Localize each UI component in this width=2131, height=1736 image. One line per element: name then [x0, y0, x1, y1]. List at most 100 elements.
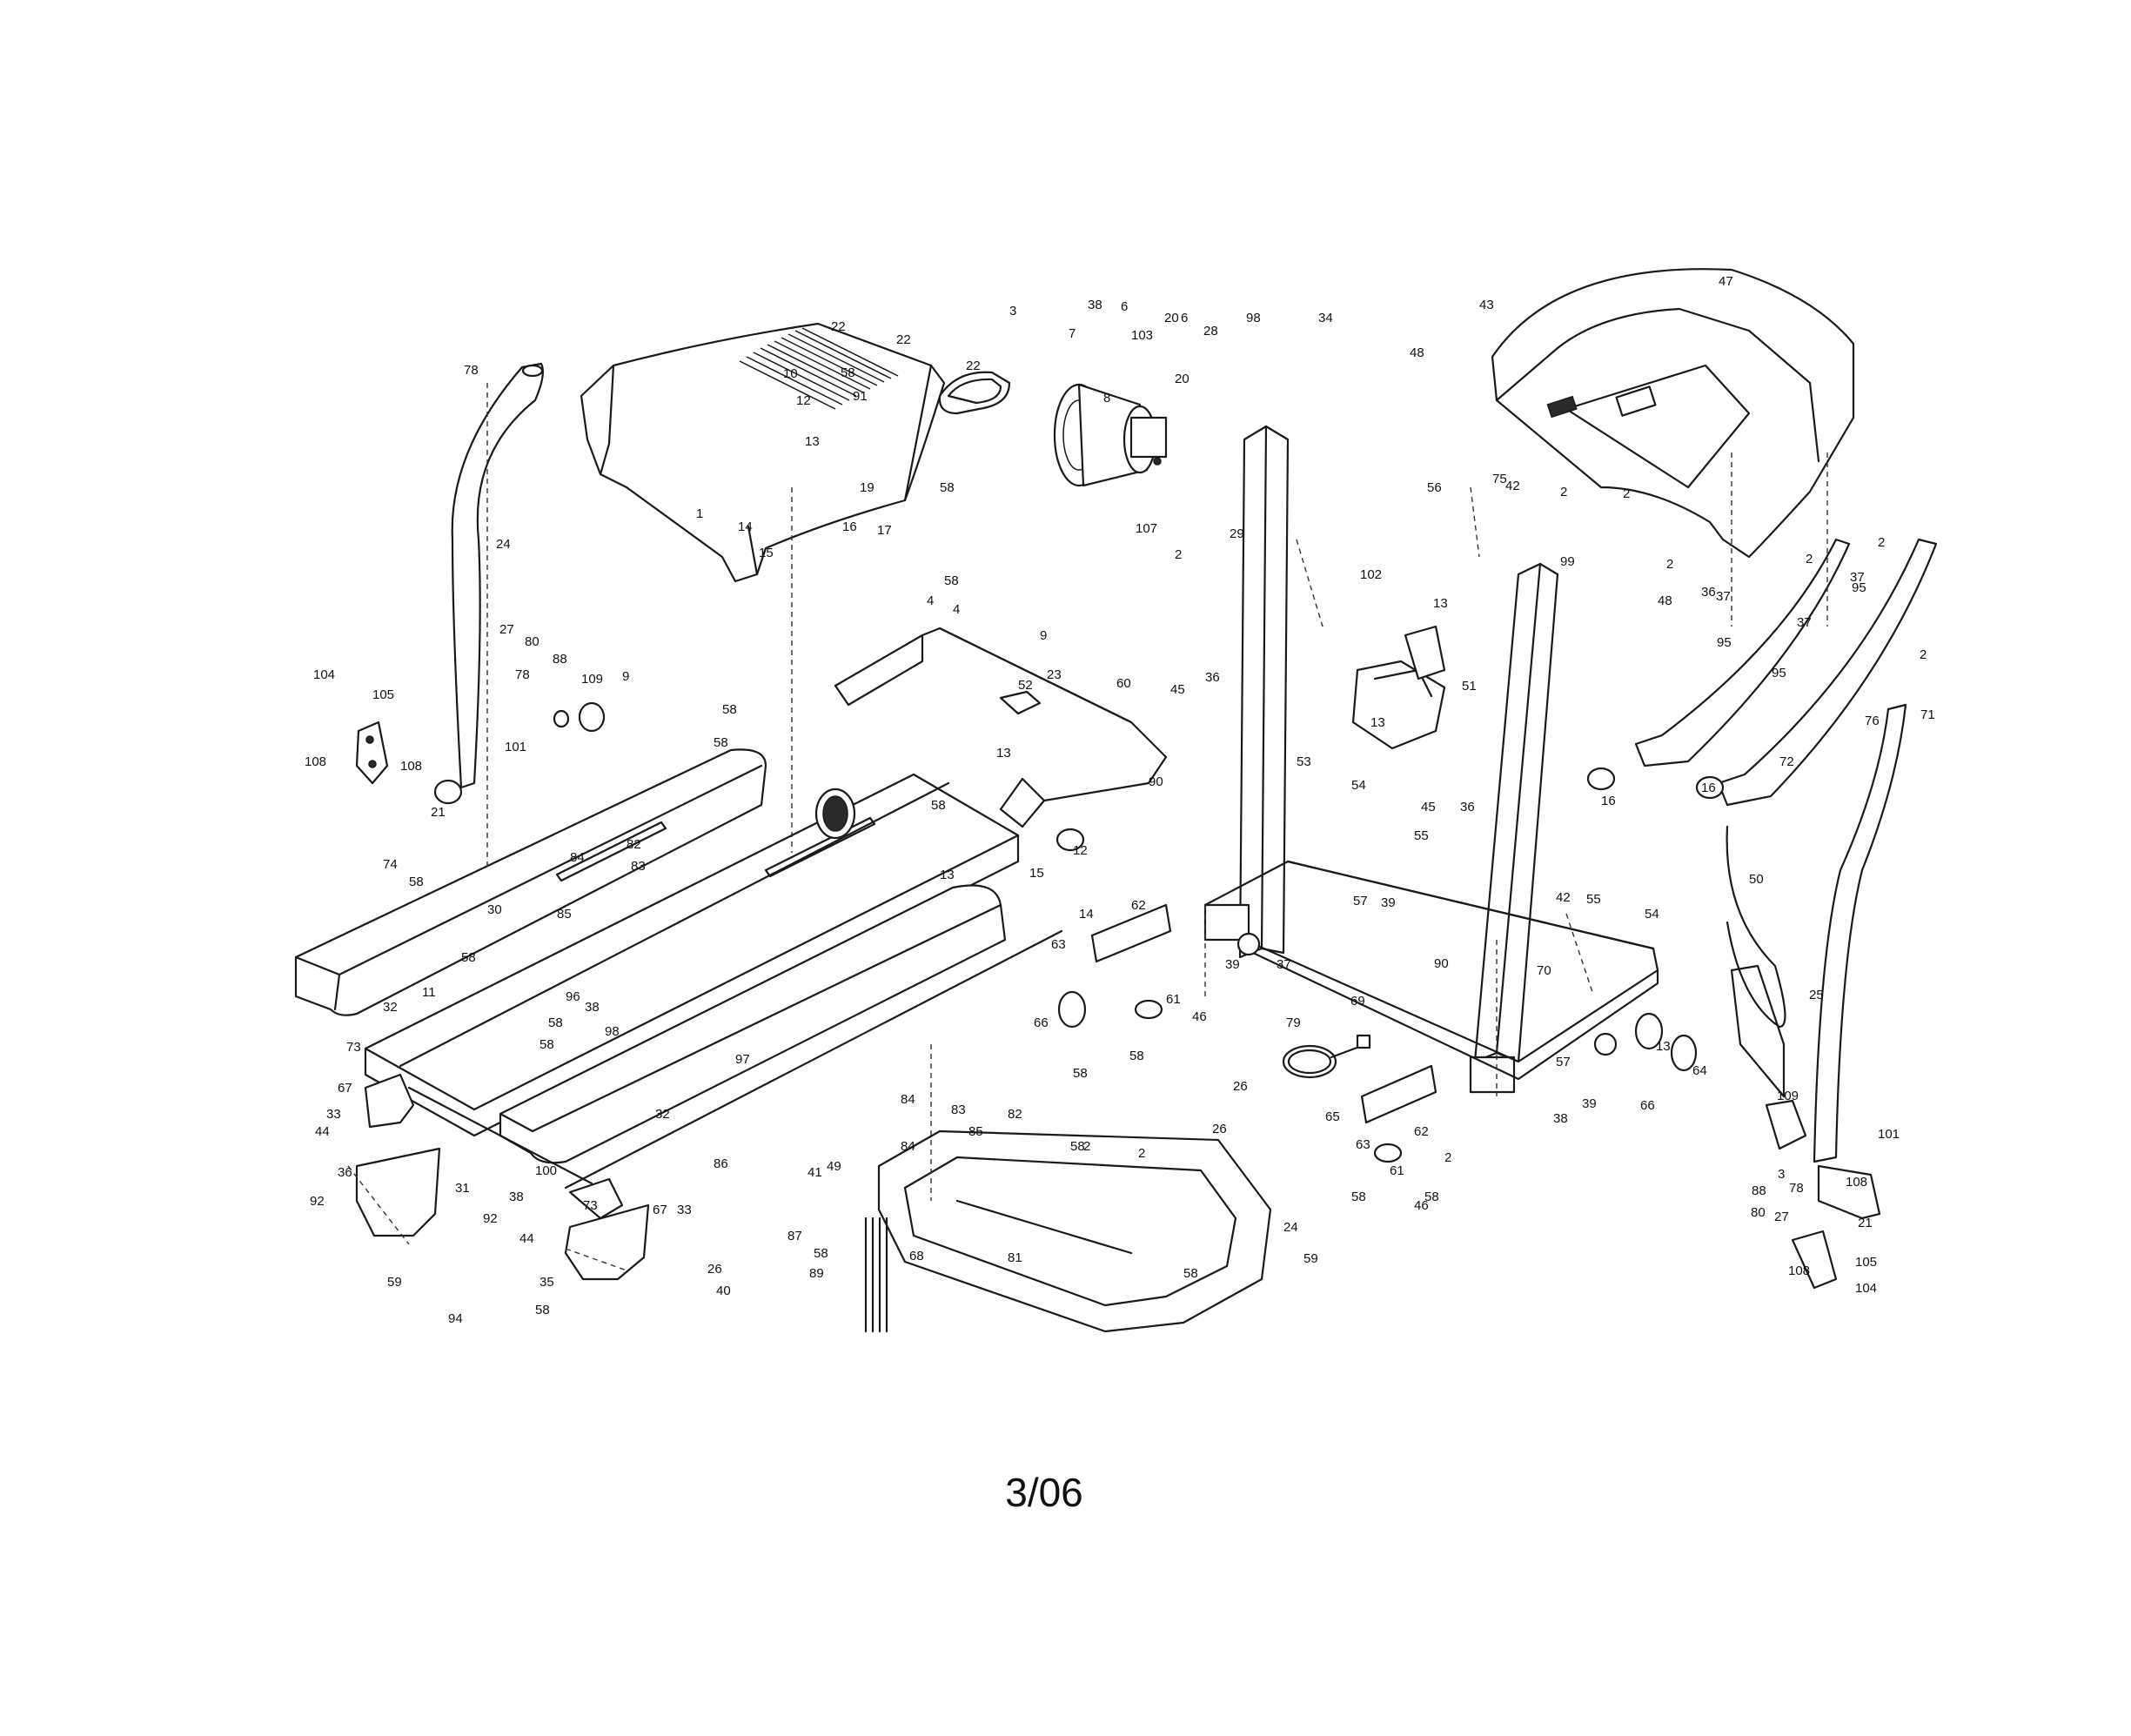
- part-callout-33: 33: [677, 1203, 692, 1217]
- part-callout-61: 61: [1166, 992, 1181, 1007]
- part-callout-2: 2: [1666, 557, 1673, 572]
- part-callout-59: 59: [387, 1275, 402, 1290]
- part-callout-84: 84: [570, 850, 585, 865]
- part-callout-10: 10: [783, 366, 798, 381]
- part-callout-108: 108: [1788, 1263, 1810, 1278]
- part-callout-14: 14: [738, 519, 753, 534]
- left-upright-handrail-part: [451, 362, 544, 789]
- part-callout-21: 21: [1858, 1216, 1873, 1230]
- power-cord-part: [1282, 1034, 1371, 1079]
- part-callout-58: 58: [1183, 1266, 1198, 1281]
- part-callout-62: 62: [1414, 1124, 1429, 1139]
- page-date-code: 3/06: [1005, 1470, 1083, 1515]
- part-callout-58: 58: [548, 1015, 563, 1030]
- part-callout-38: 38: [1553, 1111, 1568, 1126]
- part-callout-108: 108: [305, 754, 326, 769]
- part-callout-63: 63: [1051, 937, 1066, 952]
- part-callout-66: 66: [1034, 1015, 1049, 1030]
- part-callout-54: 54: [1351, 778, 1366, 793]
- part-callout-65: 65: [1325, 1109, 1340, 1124]
- part-callout-61: 61: [1390, 1163, 1404, 1178]
- part-callout-38: 38: [1088, 298, 1102, 312]
- part-callout-79: 79: [1286, 1015, 1301, 1030]
- part-callout-58: 58: [1129, 1049, 1144, 1063]
- part-callout-43: 43: [1479, 298, 1494, 312]
- part-callout-69: 69: [1350, 994, 1365, 1009]
- part-callout-67: 67: [653, 1203, 667, 1217]
- part-callout-73: 73: [346, 1040, 361, 1055]
- part-callout-4: 4: [927, 593, 934, 608]
- part-callout-92: 92: [310, 1194, 325, 1209]
- part-callout-58: 58: [931, 798, 946, 813]
- part-callout-20: 20: [1175, 372, 1189, 386]
- part-callout-2: 2: [1878, 535, 1885, 550]
- part-callout-87: 87: [787, 1229, 802, 1243]
- part-callout-46: 46: [1414, 1198, 1429, 1213]
- part-callout-44: 44: [315, 1124, 330, 1139]
- left-upright-part: [1203, 425, 1290, 959]
- part-callout-24: 24: [496, 537, 511, 552]
- part-callout-73: 73: [583, 1198, 598, 1213]
- part-callout-34: 34: [1318, 311, 1333, 325]
- console-part: [1491, 268, 1855, 559]
- part-callout-107: 107: [1136, 521, 1157, 536]
- part-callout-58: 58: [409, 875, 424, 889]
- part-callout-78: 78: [464, 363, 479, 378]
- part-callout-20: 20: [1164, 311, 1179, 325]
- part-callout-28: 28: [1203, 324, 1218, 338]
- part-callout-45: 45: [1170, 682, 1185, 697]
- part-callout-2: 2: [1138, 1146, 1145, 1161]
- part-callout-40: 40: [716, 1284, 731, 1298]
- part-callout-6: 6: [1181, 311, 1188, 325]
- part-callout-88: 88: [553, 652, 567, 667]
- part-callout-95: 95: [1717, 635, 1732, 650]
- part-callout-78: 78: [515, 667, 530, 682]
- part-callout-3: 3: [1778, 1167, 1785, 1182]
- part-callout-84: 84: [901, 1092, 915, 1107]
- part-callout-71: 71: [1920, 707, 1935, 722]
- part-callout-60: 60: [1116, 676, 1131, 691]
- part-callout-4: 4: [953, 602, 960, 617]
- part-callout-42: 42: [1556, 890, 1571, 905]
- part-callout-58: 58: [944, 573, 959, 588]
- part-callout-58: 58: [841, 365, 855, 380]
- part-callout-16: 16: [1701, 781, 1716, 795]
- part-callout-38: 38: [509, 1190, 524, 1204]
- right-pivot-bracket-part: [1730, 964, 1881, 1290]
- part-callout-56: 56: [1427, 480, 1442, 495]
- part-callout-14: 14: [1079, 907, 1094, 922]
- part-callout-52: 52: [1018, 678, 1033, 693]
- part-callout-45: 45: [1421, 800, 1436, 814]
- part-callout-2: 2: [1444, 1150, 1451, 1165]
- part-callout-24: 24: [1283, 1220, 1298, 1235]
- part-callout-58: 58: [539, 1037, 554, 1052]
- part-callout-6: 6: [1121, 299, 1128, 314]
- part-callout-27: 27: [499, 622, 514, 637]
- part-callout-105: 105: [1855, 1255, 1877, 1270]
- part-callout-13: 13: [805, 434, 820, 449]
- part-callout-36: 36: [1701, 585, 1716, 600]
- part-callout-36: 36: [1205, 670, 1220, 685]
- part-callout-68: 68: [909, 1249, 924, 1263]
- strap-part: [1726, 825, 1786, 1029]
- part-callout-101: 101: [505, 740, 526, 754]
- part-callout-50: 50: [1749, 872, 1764, 887]
- part-callout-58: 58: [714, 735, 728, 750]
- part-callout-46: 46: [1192, 1009, 1207, 1024]
- part-callout-2: 2: [1560, 485, 1567, 499]
- part-callout-22: 22: [966, 359, 981, 373]
- part-callout-78: 78: [1789, 1181, 1804, 1196]
- part-callout-36: 36: [338, 1165, 352, 1180]
- part-callout-109: 109: [1777, 1089, 1799, 1103]
- part-callout-58: 58: [1351, 1190, 1366, 1204]
- part-callout-62: 62: [1131, 898, 1146, 913]
- walking-belt-part: [399, 781, 1063, 1190]
- part-callout-85: 85: [557, 907, 572, 922]
- part-callout-58: 58: [1073, 1066, 1088, 1081]
- drive-belt-part: [938, 371, 1011, 415]
- part-callout-44: 44: [519, 1231, 534, 1246]
- part-callout-85: 85: [968, 1124, 983, 1139]
- part-callout-80: 80: [1751, 1205, 1766, 1220]
- part-callout-13: 13: [996, 746, 1011, 761]
